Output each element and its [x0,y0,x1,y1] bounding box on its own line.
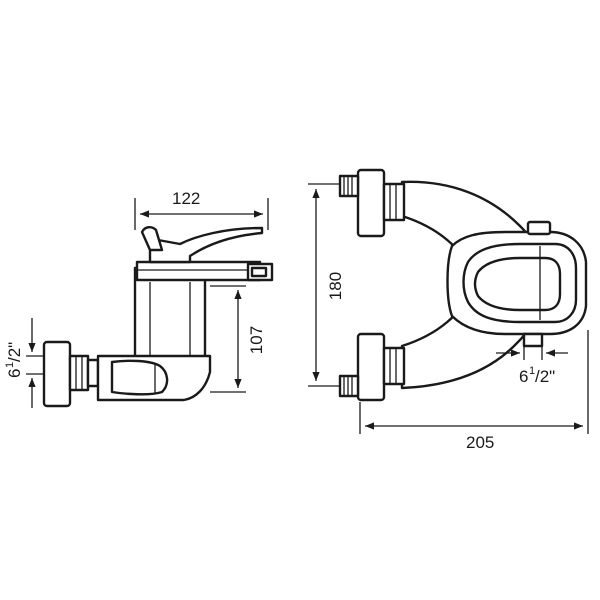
svg-text:6: 6 [519,367,528,386]
lower-flange [356,332,386,402]
upper-nut [382,182,406,222]
svg-text:/2": /2" [535,367,555,386]
inlet-pipe [86,358,100,388]
dim-label-122: 122 [172,189,200,208]
upper-thread [338,174,360,198]
diverter-knob [110,359,169,396]
front-view: 180 205 6 1 /2" [308,168,589,452]
wall-flange [42,340,72,408]
diverter-button [526,220,552,236]
dim-label-107: 107 [247,326,266,354]
dim-label-inlet-left: 6 1 /2" [4,342,24,378]
svg-text:/2": /2" [5,342,24,362]
lever-tip [140,226,164,252]
dim-label-205: 205 [466,433,494,452]
lower-nut [382,346,406,386]
upper-flange [356,168,386,238]
svg-text:1: 1 [529,365,535,377]
svg-text:6: 6 [5,369,24,378]
spout-top [135,260,262,282]
svg-text:1: 1 [4,362,16,368]
bottom-outlet [522,332,544,348]
lever-handle [148,226,264,264]
inlet-nut [68,354,90,392]
lower-thread [338,374,360,398]
dim-label-inlet-right: 6 1 /2" [519,365,555,386]
side-view: 122 107 6 1 /2" [4,189,274,408]
dim-label-180: 180 [326,272,345,300]
valve-body [133,266,207,364]
control-knob [473,256,562,312]
